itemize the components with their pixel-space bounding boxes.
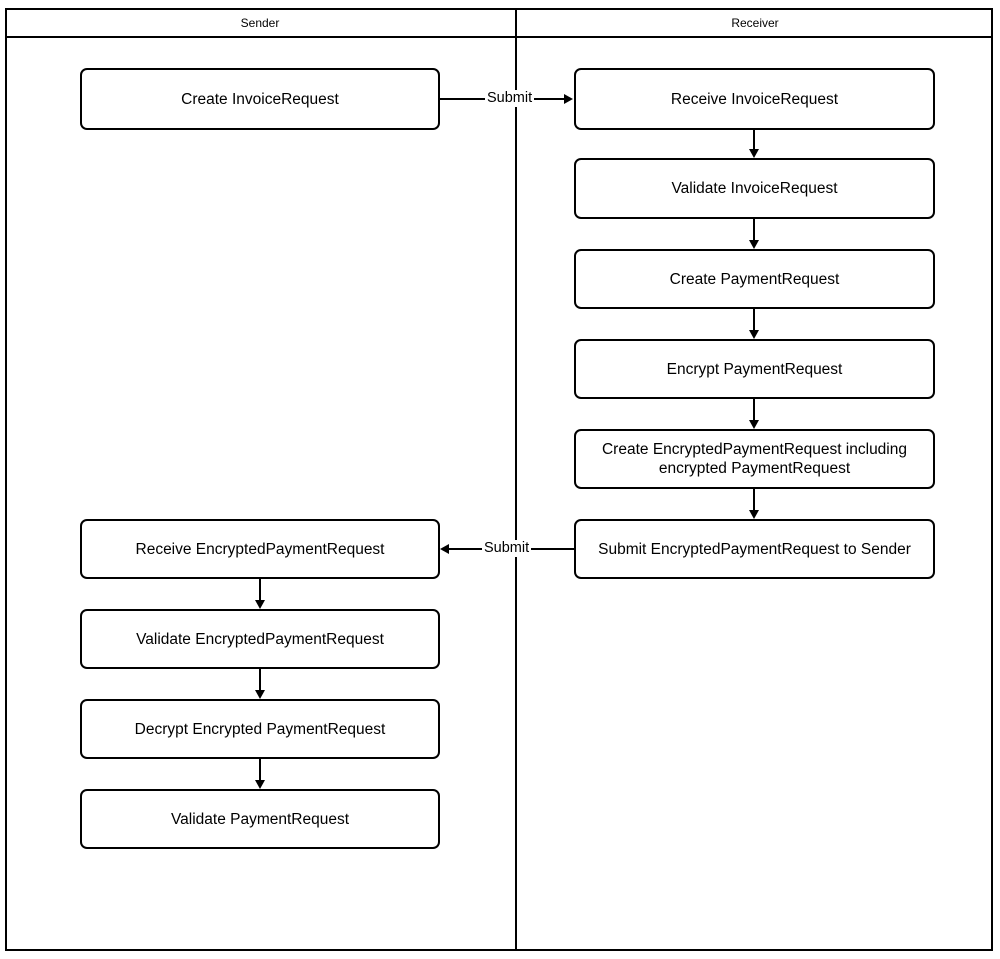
connector-receive-to-validate-epr	[259, 579, 261, 600]
node-create-invoice-request[interactable]: Create InvoiceRequest	[80, 68, 440, 130]
node-create-encrypted-payment-request-line1: Create EncryptedPaymentRequest including	[601, 441, 907, 458]
arrowhead-create-to-encrypt-payment	[749, 330, 759, 339]
lane-header-row: Sender Receiver	[5, 8, 993, 38]
edge-label-submit-forward: Submit	[485, 90, 535, 107]
lane-divider	[515, 8, 517, 951]
node-create-encrypted-payment-request[interactable]: Create EncryptedPaymentRequest including…	[574, 429, 935, 489]
connector-encrypt-to-create-encrypted	[753, 399, 755, 420]
arrowhead-validate-invoice-to-create-payment	[749, 240, 759, 249]
node-validate-payment-request[interactable]: Validate PaymentRequest	[80, 789, 440, 849]
pool-frame	[5, 8, 993, 951]
lane-header-receiver: Receiver	[731, 16, 779, 30]
connector-create-encrypted-to-submit	[753, 489, 755, 510]
node-receive-encrypted-payment-request[interactable]: Receive EncryptedPaymentRequest	[80, 519, 440, 579]
arrowhead-submit-encrypted-payment-request	[440, 544, 449, 554]
arrowhead-decrypt-to-validate-payment	[255, 780, 265, 789]
lane-header-sender: Sender	[240, 16, 280, 30]
connector-validate-invoice-to-create-payment	[753, 219, 755, 240]
arrowhead-encrypt-to-create-encrypted	[749, 420, 759, 429]
node-receive-invoice-request[interactable]: Receive InvoiceRequest	[574, 68, 935, 130]
connector-receive-to-validate-invoice	[753, 130, 755, 150]
connector-decrypt-to-validate-payment	[259, 759, 261, 780]
connector-validate-epr-to-decrypt	[259, 669, 261, 690]
arrowhead-validate-epr-to-decrypt	[255, 690, 265, 699]
edge-label-submit-back: Submit	[482, 540, 532, 557]
arrowhead-submit-invoice-request	[564, 94, 573, 104]
connector-create-to-encrypt-payment	[753, 309, 755, 330]
arrowhead-create-encrypted-to-submit	[749, 510, 759, 519]
node-decrypt-encrypted-payment-request[interactable]: Decrypt Encrypted PaymentRequest	[80, 699, 440, 759]
node-validate-encrypted-payment-request[interactable]: Validate EncryptedPaymentRequest	[80, 609, 440, 669]
node-create-encrypted-payment-request-line2: encrypted PaymentRequest	[658, 460, 851, 477]
arrowhead-receive-to-validate-epr	[255, 600, 265, 609]
node-create-payment-request[interactable]: Create PaymentRequest	[574, 249, 935, 309]
arrowhead-receive-to-validate-invoice	[749, 149, 759, 158]
node-encrypt-payment-request[interactable]: Encrypt PaymentRequest	[574, 339, 935, 399]
node-validate-invoice-request[interactable]: Validate InvoiceRequest	[574, 158, 935, 219]
node-submit-encrypted-payment-request[interactable]: Submit EncryptedPaymentRequest to Sender	[574, 519, 935, 579]
